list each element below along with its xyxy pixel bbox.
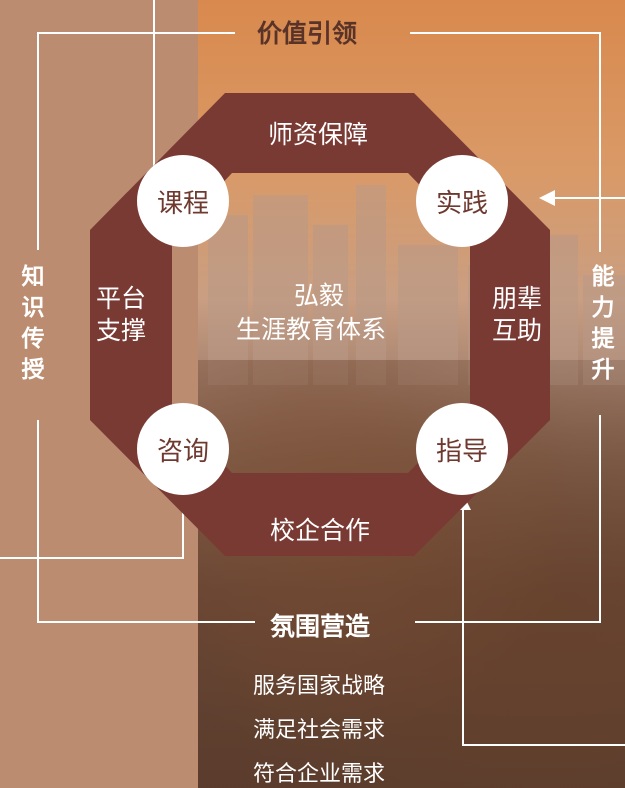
bottom-line-2: 满足社会需求	[253, 718, 386, 743]
side-right-char: 升	[591, 357, 615, 383]
connector-bottom-right	[415, 415, 601, 623]
connector-consult-left	[0, 505, 184, 559]
arrow-head-practice	[539, 190, 555, 206]
bottom-line-1: 服务国家战略	[253, 674, 386, 699]
side-left-vertical: 知 识 传 授	[18, 262, 48, 386]
side-left-char: 识	[21, 295, 45, 321]
octagon-left-line2: 支撑	[96, 316, 147, 345]
top-label: 价值引领	[257, 19, 358, 48]
octagon-right-line1: 朋辈	[492, 284, 543, 313]
octagon-top-label: 师资保障	[268, 120, 369, 149]
circle-guide: 指导	[416, 403, 508, 495]
circle-practice: 实践	[416, 155, 508, 247]
center-title-line2: 生涯教育体系	[236, 315, 387, 344]
side-right-char: 力	[591, 295, 615, 321]
connector-guide-arrow	[462, 505, 625, 746]
octagon-left-line1: 平台	[96, 284, 147, 313]
octagon-bottom-label: 校企合作	[270, 516, 371, 545]
connector-top-right	[410, 32, 601, 252]
side-left-char: 知	[21, 264, 45, 290]
side-right-char: 提	[591, 326, 615, 352]
connector-top-left	[37, 32, 235, 250]
side-left-char: 授	[21, 357, 45, 383]
bottom-label: 氛围营造	[270, 612, 371, 641]
side-right-char: 能	[591, 264, 615, 290]
circle-consult: 咨询	[137, 403, 229, 495]
center-title-line1: 弘毅	[294, 281, 345, 310]
connector-bottom-left	[37, 420, 255, 623]
octagon-right-line2: 互助	[492, 316, 543, 345]
side-right-vertical: 能 力 提 升	[588, 262, 618, 386]
bottom-line-3: 符合企业需求	[253, 762, 386, 787]
circle-course: 课程	[137, 155, 229, 247]
tree-foreground	[198, 360, 625, 788]
side-left-char: 传	[21, 326, 45, 352]
